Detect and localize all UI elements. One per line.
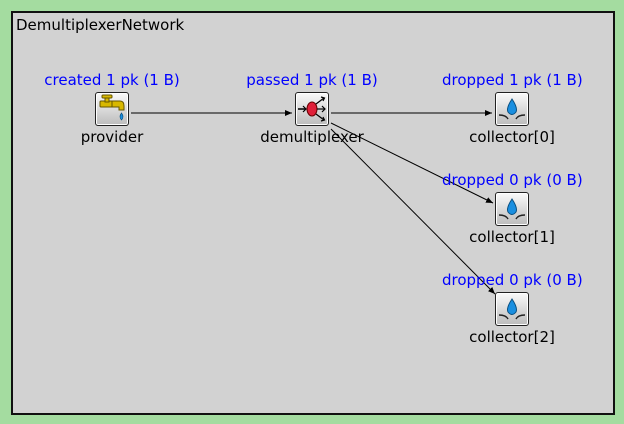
- provider-node[interactable]: created 1 pk (1 B) provider: [42, 71, 182, 146]
- collector-2-stat: dropped 0 pk (0 B): [442, 271, 583, 289]
- demultiplexer-stat: passed 1 pk (1 B): [246, 71, 378, 89]
- collector-1-node[interactable]: dropped 0 pk (0 B) collector[1]: [442, 171, 583, 246]
- demultiplexer-label: demultiplexer: [260, 128, 364, 146]
- collector-1-stat: dropped 0 pk (0 B): [442, 171, 583, 189]
- link-demultiplexer-collector1: [330, 122, 494, 204]
- collector-0-stat: dropped 1 pk (1 B): [442, 71, 583, 89]
- collector-0-label: collector[0]: [469, 128, 555, 146]
- faucet-icon[interactable]: [95, 92, 129, 126]
- link-demultiplexer-collector2: [330, 128, 496, 295]
- collector-0-node[interactable]: dropped 1 pk (1 B) collector[0]: [442, 71, 583, 146]
- collector-2-label: collector[2]: [469, 328, 555, 346]
- drain-icon[interactable]: [495, 92, 529, 126]
- collector-1-label: collector[1]: [469, 228, 555, 246]
- provider-stat: created 1 pk (1 B): [44, 71, 180, 89]
- demultiplexer-icon[interactable]: [295, 92, 329, 126]
- drain-icon[interactable]: [495, 192, 529, 226]
- demultiplexer-node[interactable]: passed 1 pk (1 B) demultiplexer: [242, 71, 382, 146]
- network-title: DemultiplexerNetwork: [16, 16, 185, 34]
- provider-label: provider: [80, 128, 144, 146]
- network-canvas[interactable]: DemultiplexerNetwork created 1 pk (1 B) …: [11, 11, 615, 415]
- drain-icon[interactable]: [495, 292, 529, 326]
- collector-2-node[interactable]: dropped 0 pk (0 B) collector[2]: [442, 271, 583, 346]
- connections-layer: [131, 110, 496, 295]
